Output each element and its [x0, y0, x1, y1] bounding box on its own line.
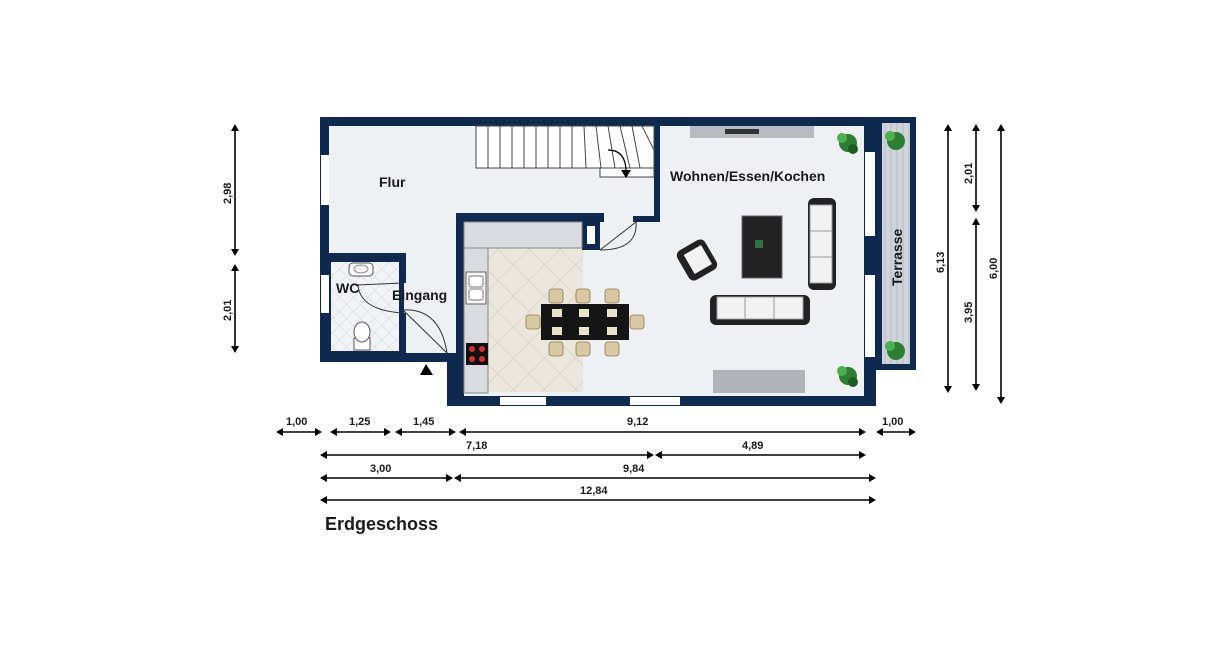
- entrance-arrow-icon: [420, 364, 433, 375]
- entrance-wall-right: [447, 353, 456, 406]
- dimension-lines-right: [944, 124, 1005, 404]
- room-label-flur: Flur: [379, 174, 406, 190]
- entrance-wall-bottom: [320, 353, 456, 362]
- room-label-terrasse: Terrasse: [889, 228, 905, 286]
- wall-stair-right: [654, 117, 660, 222]
- dim-12-84: 12,84: [580, 485, 608, 497]
- coffee-table: [741, 215, 783, 279]
- door-entrance: [402, 309, 448, 354]
- dim-1-25: 1,25: [349, 416, 370, 428]
- dim-1-45: 1,45: [413, 416, 434, 428]
- dim-1-00-left: 1,00: [286, 416, 307, 428]
- window-left: [321, 155, 329, 205]
- dimension-lines-left: [231, 124, 239, 353]
- dining-table: [525, 288, 645, 357]
- dim-1-00-right: 1,00: [882, 416, 903, 428]
- wc-sink: [348, 262, 374, 277]
- plant-icon: [837, 133, 858, 154]
- dim-6-13: 6,13: [935, 252, 947, 273]
- wall-wc-right: [399, 253, 406, 283]
- dim-9-12: 9,12: [627, 416, 648, 428]
- sofa-right: [808, 198, 836, 290]
- room-label-wohnen: Wohnen/Essen/Kochen: [670, 168, 825, 184]
- armchair: [676, 239, 718, 281]
- wc-toilet: [353, 321, 371, 351]
- staircase: [475, 125, 655, 178]
- dim-2-98: 2,98: [222, 183, 234, 204]
- entrance-floor: [320, 362, 456, 406]
- flur-floor-lower: [404, 253, 456, 353]
- wall-kitchen-top: [456, 213, 604, 222]
- wall-stair-bottom: [633, 216, 660, 222]
- window-wc: [321, 275, 329, 313]
- window-bottom-2: [630, 397, 680, 405]
- terrace: [876, 117, 916, 370]
- dim-4-89: 4,89: [742, 440, 763, 452]
- window-bottom-1: [500, 397, 546, 405]
- door-wc: [357, 282, 403, 314]
- sofa-bottom: [710, 295, 810, 325]
- dim-6-00: 6,00: [988, 258, 1000, 279]
- dim-2-01-left: 2,01: [222, 300, 234, 321]
- wall-kitchen-left: [456, 213, 464, 406]
- dim-7-18: 7,18: [466, 440, 487, 452]
- kitchen-counter: [463, 221, 583, 394]
- floor-title: Erdgeschoss: [325, 514, 438, 534]
- dim-9-84: 9,84: [623, 463, 645, 475]
- wall-wc-top: [320, 253, 406, 262]
- room-label-eingang: Eingang: [392, 287, 447, 303]
- dimension-lines-bottom: [276, 428, 916, 504]
- wall-wc-right-low: [399, 313, 406, 358]
- dim-3-00: 3,00: [370, 463, 391, 475]
- window-right-2: [865, 275, 875, 357]
- room-label-wc: WC: [336, 280, 359, 296]
- wall-niche-inner: [587, 226, 595, 244]
- sideboard-top: [690, 126, 814, 138]
- dim-2-01-right: 2,01: [963, 163, 975, 184]
- window-right-1: [865, 152, 875, 236]
- door-stair: [599, 221, 637, 251]
- plant-icon: [837, 366, 858, 387]
- dim-3-95: 3,95: [963, 302, 975, 323]
- sideboard-bottom: [713, 370, 805, 393]
